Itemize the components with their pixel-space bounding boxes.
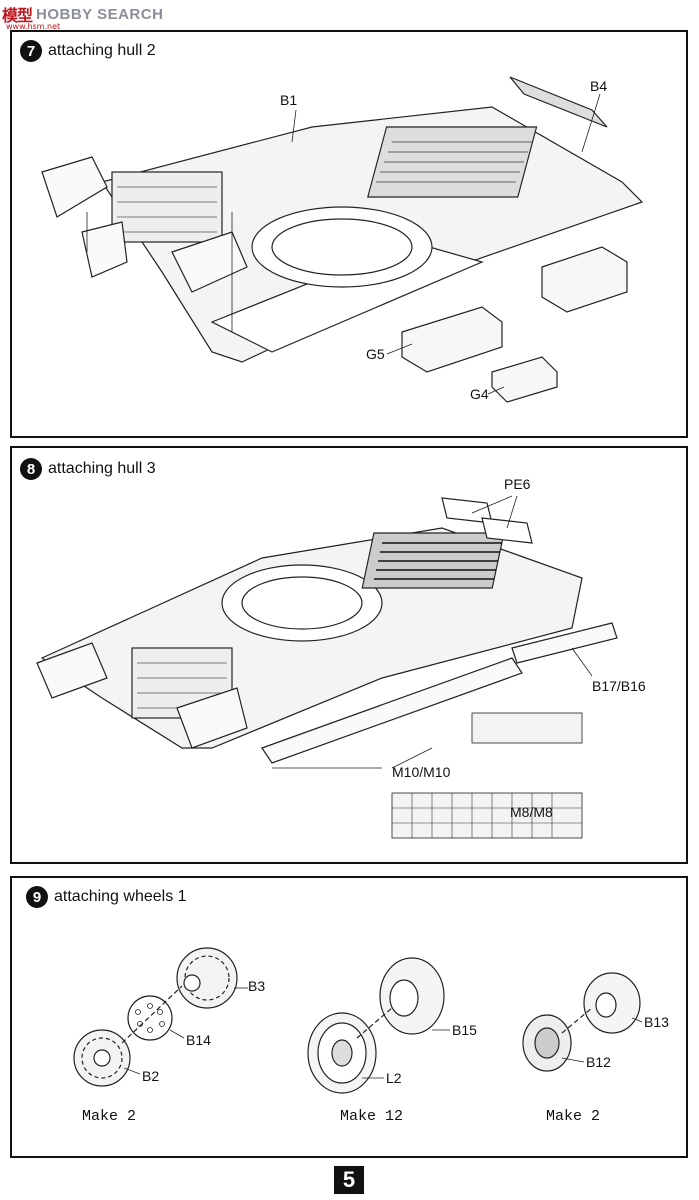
step-8-header: 8 attaching hull 3	[20, 458, 156, 480]
hull-2-drawing	[41, 76, 644, 403]
label-g5: G5	[366, 346, 385, 362]
label-g4: G4	[470, 386, 489, 402]
step-9-panel: 9 attaching wheels 1	[10, 876, 688, 1158]
label-b2: B2	[142, 1068, 160, 1084]
label-b4: B4	[590, 78, 608, 94]
step-8-title: attaching hull 3	[48, 460, 156, 477]
step-8-number: 8	[20, 458, 42, 480]
label-b1: B1	[280, 92, 298, 108]
step-9-title: attaching wheels 1	[54, 888, 187, 905]
label-b14: B14	[186, 1032, 211, 1048]
label-m10: M10/M10	[392, 764, 451, 780]
watermark-logo: 模型 HOBBY SEARCH www.hsm.net	[2, 3, 164, 32]
label-m8: M8/M8	[510, 804, 553, 820]
watermark-cn: 模型	[2, 6, 33, 25]
page-number: 5	[334, 1166, 364, 1194]
label-b13: B13	[644, 1014, 669, 1030]
label-l2: L2	[386, 1070, 402, 1086]
make-count-sprocket: Make 2	[82, 1108, 137, 1125]
label-pe6: PE6	[504, 476, 531, 492]
watermark-en: HOBBY SEARCH	[36, 5, 164, 23]
step-8-panel: 8 attaching hull 3	[10, 446, 688, 864]
step-7-title: attaching hull 2	[48, 42, 156, 59]
hull-3-drawing	[36, 495, 618, 839]
make-count-roadwheel: Make 12	[340, 1108, 404, 1125]
step-9-number: 9	[26, 886, 48, 908]
step-9-header: 9 attaching wheels 1	[26, 886, 187, 908]
label-b17-b16: B17/B16	[592, 678, 646, 694]
label-b12: B12	[586, 1054, 611, 1070]
step-7-number: 7	[20, 40, 42, 62]
wheels-drawing	[73, 947, 643, 1094]
step-7-panel: 7 attaching hull 2	[10, 30, 688, 438]
label-b3: B3	[248, 978, 266, 994]
step-7-header: 7 attaching hull 2	[20, 40, 156, 62]
label-b15: B15	[452, 1022, 477, 1038]
make-count-idler: Make 2	[546, 1108, 601, 1125]
watermark-url: www.hsm.net	[6, 22, 61, 31]
